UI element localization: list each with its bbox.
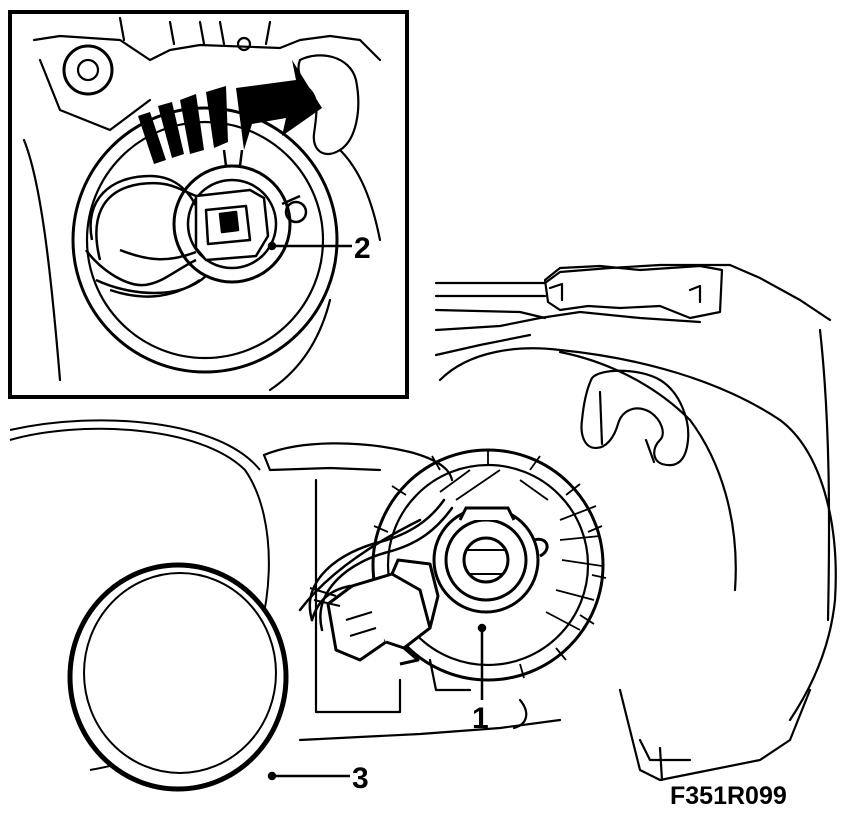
wiring-harness [298,498,454,632]
callout-leaders [267,241,487,781]
rotation-direction-arrow [138,60,322,164]
reflector-opening [371,448,607,682]
detail-inset [8,10,409,399]
headlamp-cover-cap [67,562,289,792]
callout-3-label: 3 [352,762,369,795]
wire-connector [309,558,440,666]
headlamp-housing [262,263,837,782]
bulb-socket [432,506,549,614]
figure-code: F351R099 [670,782,787,810]
callout-2-label: 2 [354,232,371,265]
callout-1-label: 1 [472,702,489,735]
